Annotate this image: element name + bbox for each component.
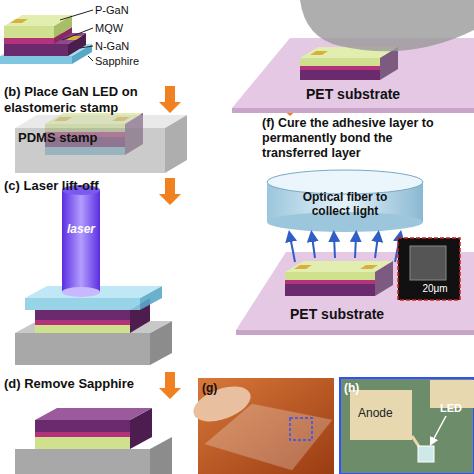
led-layer-stack	[0, 15, 92, 64]
optical-measurement	[236, 170, 474, 335]
panel-label: (h)	[344, 381, 374, 395]
laser-label: laser	[62, 222, 100, 236]
light-ray-part	[355, 236, 356, 258]
optical-measurement-part	[285, 284, 375, 296]
layer-label: P-GaN	[95, 4, 165, 17]
light-ray-part	[375, 236, 378, 258]
led-micrograph	[340, 378, 474, 474]
sapphire-removed-part	[150, 437, 172, 474]
laser-lift-off-part	[35, 310, 130, 320]
sapphire-removed-part	[35, 437, 130, 449]
pet-transfer-part	[232, 108, 474, 113]
step-caption: (c) Laser lift-off	[4, 178, 154, 194]
substrate-label: PET substrate	[306, 86, 446, 103]
optical-measurement-part	[236, 330, 474, 335]
led-on-stamp-part	[15, 115, 187, 128]
flexible-device-photo-part	[290, 418, 312, 440]
led-layer-stack-part	[4, 15, 72, 26]
leader-lines	[60, 10, 93, 61]
fiber-label: Optical fiber to collect light	[285, 190, 405, 219]
optical-measurement-part	[285, 272, 375, 280]
laser-lift-off-part	[62, 190, 100, 292]
laser-lift-off-part	[15, 333, 150, 365]
pet-transfer-part	[300, 66, 380, 70]
led-layer-stack-part	[4, 44, 68, 56]
led-layer-stack-part	[10, 19, 28, 23]
laser-lift-off-part	[35, 320, 130, 325]
pet-transfer-part	[300, 0, 474, 51]
laser-lift-off	[15, 185, 172, 365]
process-arrow-part	[159, 178, 181, 205]
led-layer-stack-part	[4, 26, 54, 38]
flexible-device-photo-part	[205, 404, 332, 470]
pet-transfer-part	[310, 51, 328, 55]
leader-lines-part	[62, 28, 93, 40]
substrate-label: PET substrate	[290, 306, 430, 323]
led-on-stamp-part	[15, 128, 165, 173]
led-layer-stack-part	[4, 38, 54, 44]
pet-transfer-part	[380, 47, 398, 80]
optical-measurement-part	[410, 246, 446, 280]
step-caption: (b) Place GaN LED on elastomeric stamp	[4, 84, 162, 115]
led-layer-stack-part	[0, 56, 72, 64]
sapphire-removed-part	[15, 449, 150, 474]
optical-measurement-part	[398, 238, 460, 300]
light-ray-part	[312, 236, 315, 258]
led-on-stamp	[15, 113, 187, 173]
optical-measurement-part	[294, 265, 312, 269]
light-ray-part	[290, 236, 295, 262]
optical-measurement-part	[360, 265, 378, 269]
stamp-label: PDMS stamp	[18, 130, 128, 146]
light-ray	[290, 236, 400, 262]
flexible-device-photo	[189, 378, 334, 474]
layer-label: Sapphire	[95, 55, 165, 68]
pet-transfer-part	[300, 70, 380, 80]
led-micrograph-part	[418, 446, 434, 462]
optical-measurement-part	[285, 280, 375, 284]
leader-lines-part	[88, 56, 93, 61]
sapphire-removed-part	[35, 420, 130, 432]
led-micrograph-part	[432, 416, 446, 442]
laser-lift-off-part	[62, 287, 100, 297]
layer-label: N-GaN	[95, 40, 165, 53]
laser-lift-off-part	[15, 321, 172, 333]
sapphire-removed-part	[35, 408, 152, 420]
electrode-label: Anode	[358, 406, 408, 420]
pet-transfer	[232, 0, 474, 113]
panel-label: (g)	[202, 381, 232, 395]
process-arrow-part	[159, 86, 181, 113]
process-arrow-part	[159, 372, 181, 399]
leader-lines-part	[80, 46, 93, 48]
led-micrograph-part	[350, 390, 412, 440]
light-ray-part	[334, 236, 335, 258]
laser-lift-off-part	[25, 298, 140, 310]
leader-lines-part	[60, 10, 93, 20]
sapphire-removed	[15, 408, 172, 474]
optical-measurement-part	[285, 261, 393, 272]
pet-transfer-part	[300, 58, 380, 66]
led-micrograph-part	[340, 378, 474, 474]
optical-measurement-part	[375, 261, 393, 296]
step-caption: (d) Remove Sapphire	[4, 376, 154, 392]
layer-label: MQW	[95, 22, 165, 35]
sapphire-removed-part	[35, 432, 130, 437]
laser-lift-off-part	[35, 325, 130, 333]
led-label: LED	[440, 402, 474, 415]
scale-bar-label: 20μm	[412, 283, 458, 295]
step-caption: (f) Cure the adhesive layer to permanent…	[262, 116, 452, 161]
